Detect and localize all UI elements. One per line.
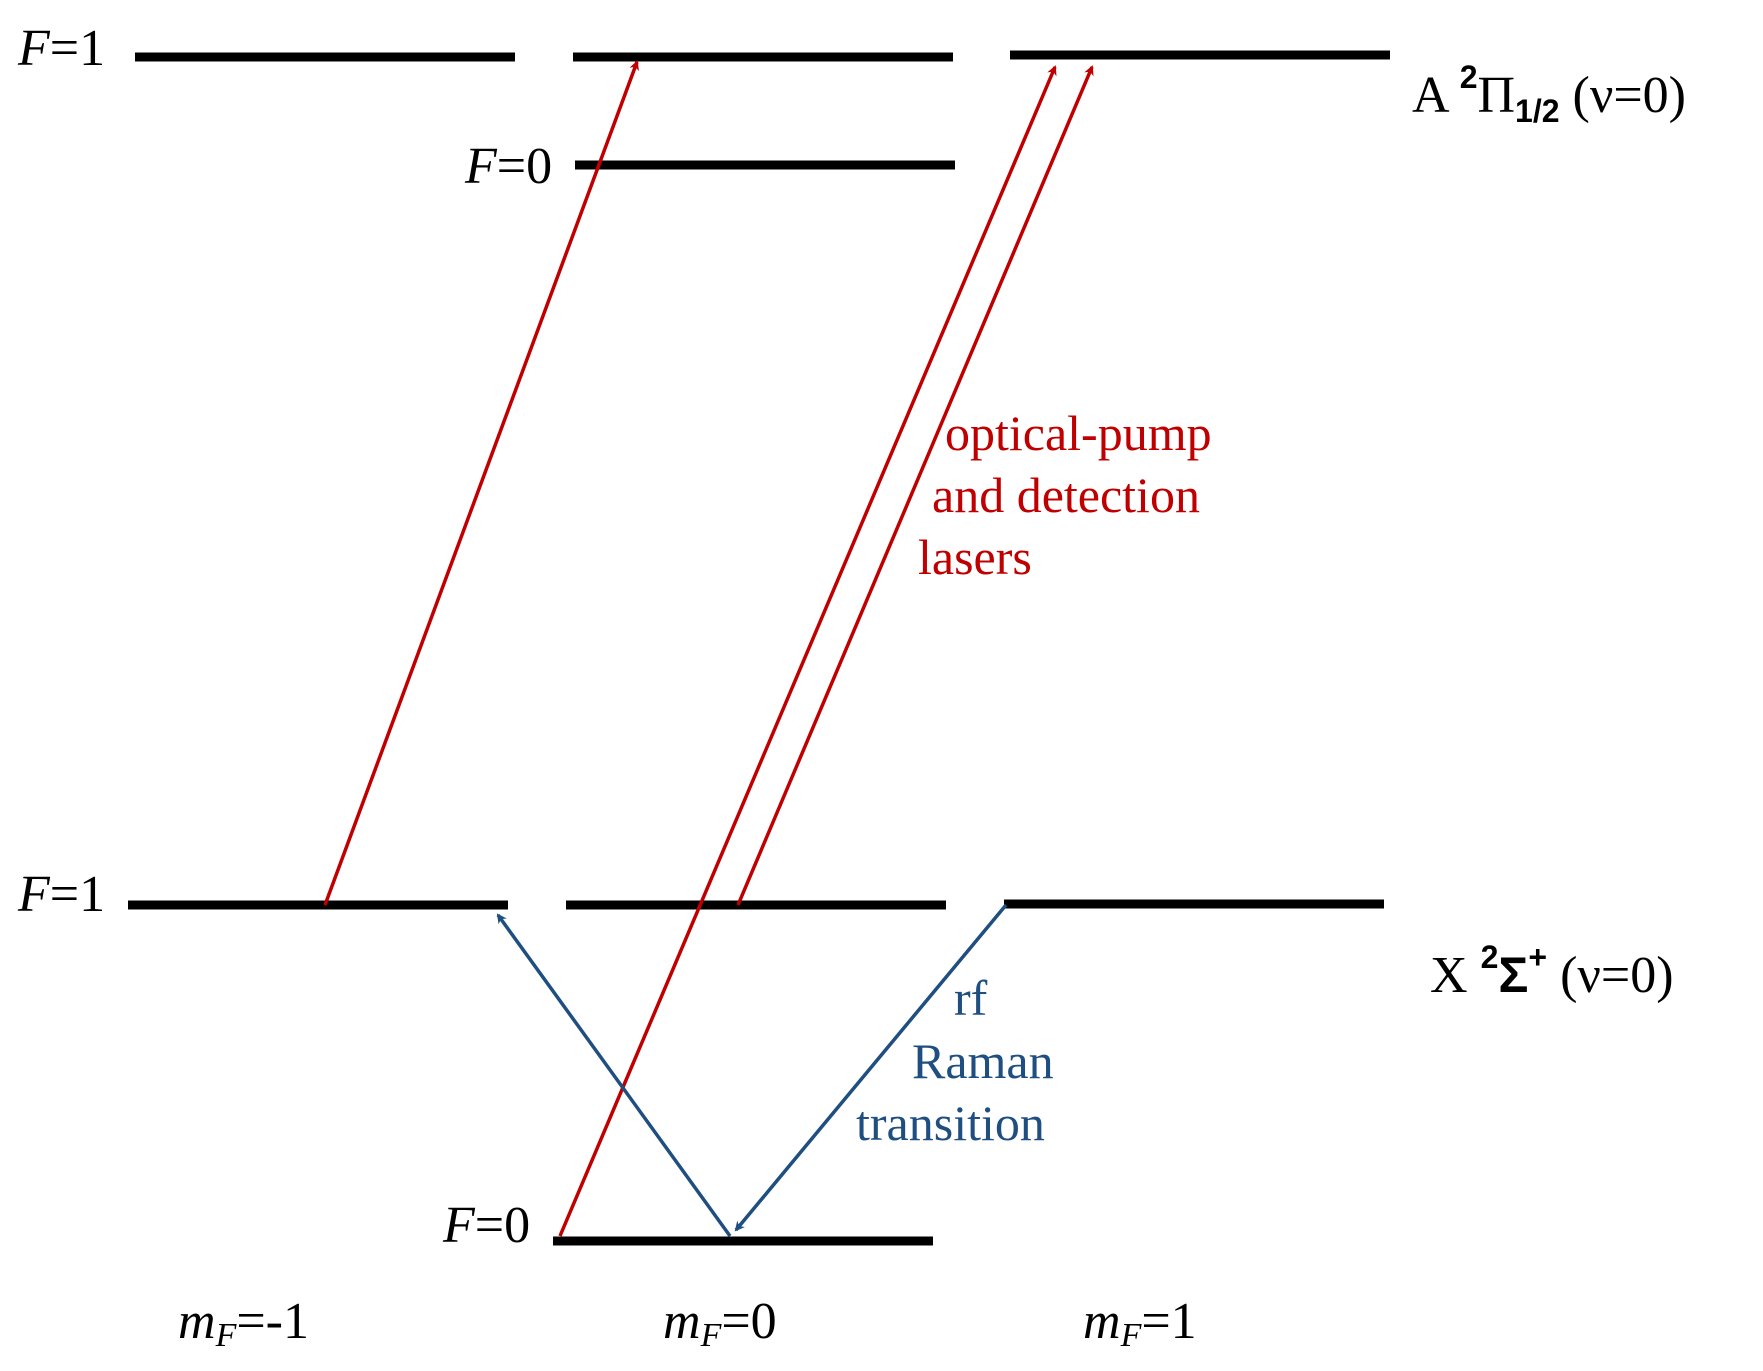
laser-arrow-f0-to-mf1 bbox=[558, 65, 1057, 1237]
upper-state-label: A 2Π1/2 (ν=0) bbox=[1412, 59, 1686, 129]
rf-label: rf Raman transition bbox=[856, 970, 1066, 1151]
laser-arrows bbox=[323, 60, 1094, 1237]
rf-label-line2: Raman bbox=[912, 1033, 1054, 1089]
mf-label-minus1: mF=-1 bbox=[178, 1293, 309, 1354]
rf-arrow-mf1-to-f0 bbox=[734, 903, 1008, 1232]
mf-label-plus1: mF=1 bbox=[1083, 1293, 1197, 1354]
rf-label-line1: rf bbox=[954, 970, 988, 1026]
rf-label-line3: transition bbox=[856, 1095, 1045, 1151]
mf-label-0: mF=0 bbox=[663, 1293, 777, 1354]
laser-label-line1: optical-pump bbox=[945, 405, 1212, 461]
label-upper-f0: F=0 bbox=[464, 138, 552, 195]
laser-label-line2: and detection bbox=[932, 467, 1200, 523]
label-upper-f1: F=1 bbox=[17, 20, 105, 77]
lower-state-label: X 2Σ+ (ν=0) bbox=[1430, 939, 1674, 1004]
laser-label-line3: lasers bbox=[918, 529, 1032, 585]
laser-arrow-mf-1-to-mf0 bbox=[323, 60, 639, 906]
rf-arrow-f0-to-mf-1 bbox=[496, 913, 732, 1238]
laser-arrow-mf0-to-mf1 bbox=[736, 65, 1094, 906]
rf-arrows bbox=[496, 903, 1008, 1238]
label-lower-f1: F=1 bbox=[17, 866, 105, 923]
laser-label: optical-pump and detection lasers bbox=[918, 405, 1224, 585]
label-lower-f0: F=0 bbox=[442, 1197, 530, 1254]
energy-levels bbox=[128, 50, 1390, 1246]
